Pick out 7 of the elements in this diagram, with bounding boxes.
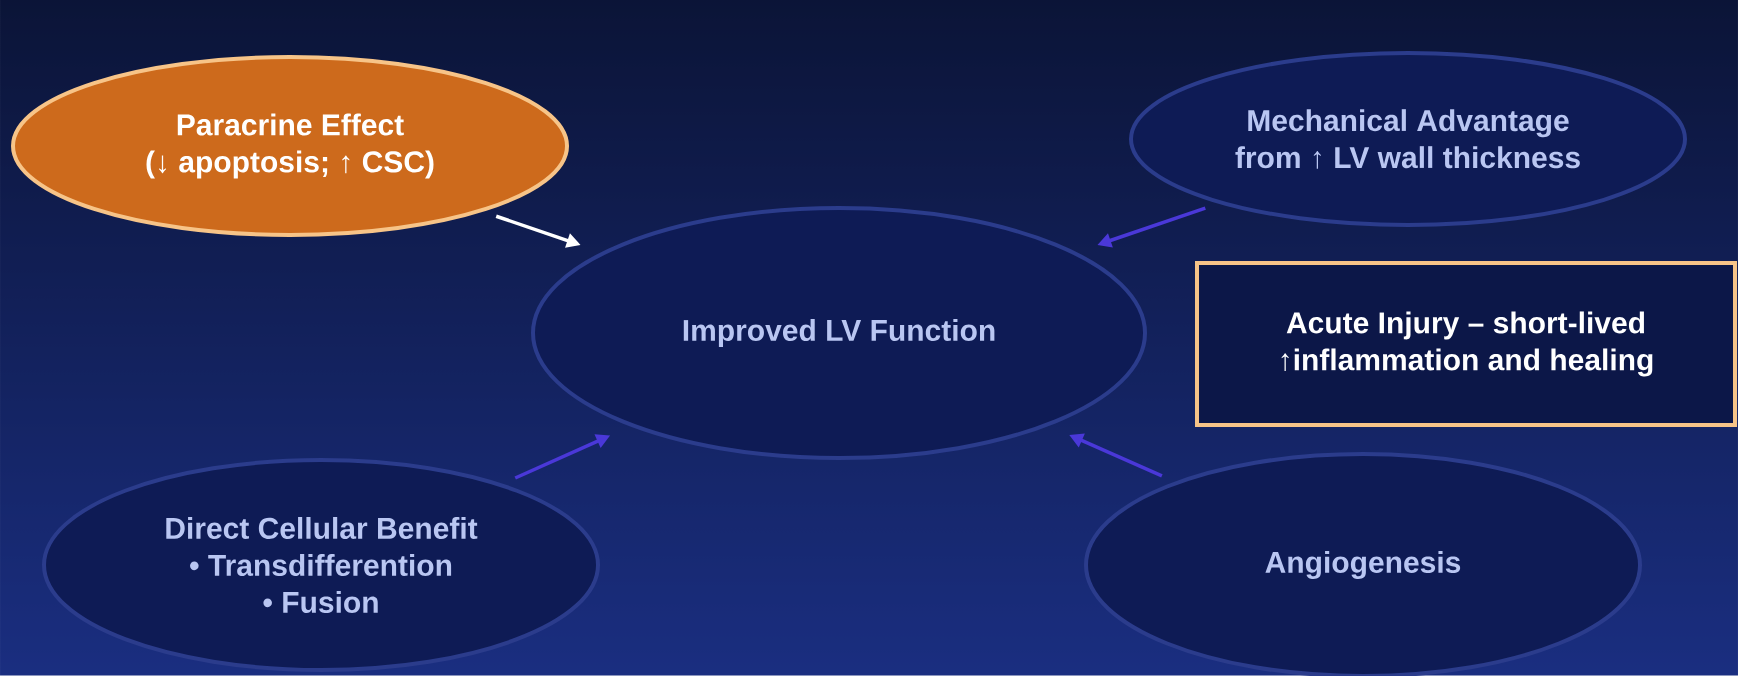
ellipse-node: Improved LV Function [531, 206, 1147, 460]
ellipse-node: Direct Cellular Benefit • Transdifferention • Fusion [42, 458, 600, 672]
ellipse-node: Mechanical Advantage from ↑ LV wall thickness [1129, 51, 1687, 227]
text-box: Acute Injury – short-lived ↑inflammation and healing [1195, 261, 1737, 427]
ellipse-node: Paracrine Effect (↓ apoptosis; ↑ CSC) [11, 55, 569, 237]
node-label: Mechanical Advantage from ↑ LV wall thickness [1235, 109, 1580, 169]
ellipse-node: Angiogenesis [1084, 452, 1642, 676]
